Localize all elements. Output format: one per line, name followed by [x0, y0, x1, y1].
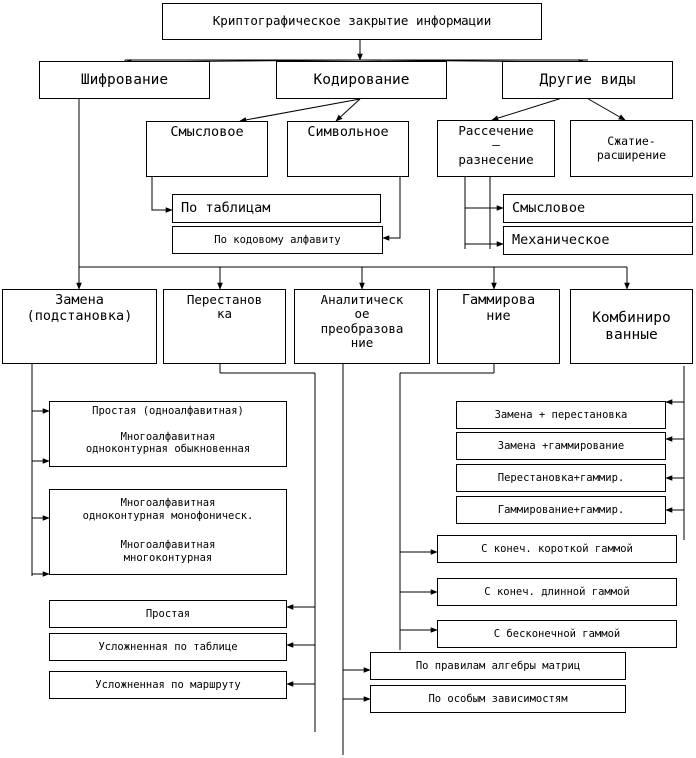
gamma-node: Гаммирова ние	[437, 289, 560, 364]
analytic-matrix-node: По правилам алгебры матриц	[370, 652, 626, 680]
comb-perm-gamma-node: Перестановка+гаммир.	[456, 464, 666, 492]
other-semantic-node: Смысловое	[503, 194, 693, 223]
compression-node: Сжатие- расширение	[570, 120, 693, 177]
by-code-alphabet-node: По кодовому алфавиту	[172, 226, 383, 254]
coding-node: Кодирование	[276, 61, 447, 99]
comb-sub-perm-node: Замена + перестановка	[456, 401, 666, 429]
perm-simple-node: Простая	[49, 600, 287, 628]
comb-gamma-gamma-node: Гаммирование+гаммир.	[456, 496, 666, 524]
dissection-node: Рассечение – разнесение	[437, 120, 555, 177]
subst-poly-single-monophonic-node: Многоалфавитная одноконтурная монофониче…	[49, 489, 287, 530]
root-node: Криптографическое закрытие информации	[162, 3, 542, 40]
mechanical-node: Механическое	[503, 226, 693, 255]
analytic-transform-node: Аналитическ ое преобразова ние	[294, 289, 430, 364]
comb-sub-gamma-node: Замена +гаммирование	[456, 432, 666, 460]
gamma-long-node: С конеч. длинной гаммой	[437, 578, 677, 606]
coding-symbolic-node: Символьное	[287, 121, 409, 177]
substitution-node: Замена (подстановка)	[2, 289, 157, 364]
gamma-short-node: С конеч. короткой гаммой	[437, 535, 677, 563]
subst-simple-node: Простая (одноалфавитная)	[49, 401, 287, 421]
subst-poly-single-ordinary-node: Многоалфавитная одноконтурная обыкновенн…	[49, 420, 287, 467]
perm-by-route-node: Усложненная по маршруту	[49, 671, 287, 699]
coding-semantic-node: Смысловое	[146, 121, 268, 177]
combined-node: Комбиниро ванные	[570, 289, 693, 364]
encryption-node: Шифрование	[39, 61, 210, 99]
other-types-node: Другие виды	[502, 61, 673, 99]
perm-by-table-node: Усложненная по таблице	[49, 633, 287, 661]
gamma-infinite-node: С бесконечной гаммой	[437, 620, 677, 648]
permutation-node: Перестанов ка	[163, 289, 286, 364]
analytic-special-node: По особым зависимостям	[370, 685, 626, 713]
by-tables-node: По таблицам	[172, 194, 381, 223]
subst-poly-multi-node: Многоалфавитная многоконтурная	[49, 529, 287, 575]
